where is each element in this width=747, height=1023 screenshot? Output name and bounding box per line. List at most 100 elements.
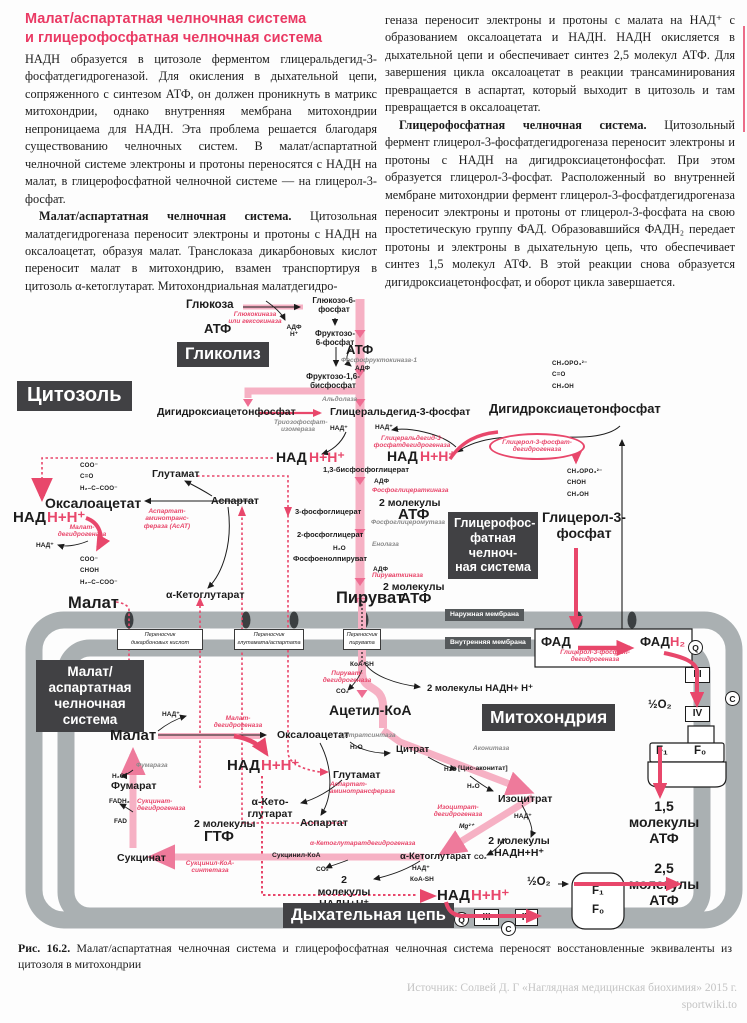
- pg-3: 3-фосфоглицерат: [295, 507, 362, 516]
- complex-iii-1: III: [685, 667, 710, 683]
- pyruvate: Пируват: [336, 589, 405, 607]
- figure-number: Рис. 16.2.: [18, 941, 71, 955]
- fo-bottom: F₀: [592, 904, 605, 916]
- paragraph-intro: НАДН образуется в цитозоле ферментом гли…: [25, 52, 377, 206]
- pgk-enzyme: Фосфоглицераткиназа: [372, 487, 449, 494]
- figure-caption-text: Малат/аспартатная челночная система и гл…: [18, 941, 732, 971]
- glycolysis-box: Гликолиз: [177, 342, 269, 368]
- source-attribution: Источник: Солвей Д. Г «Наглядная медицин…: [290, 980, 737, 1013]
- glycerol-3-phosphate: Глицерол-3- фосфат: [542, 509, 626, 542]
- glucose-6-phosphate: Глюкозо-6- фосфат: [312, 296, 356, 315]
- complex-q-2: Q: [454, 912, 469, 927]
- paragraph-lead: Малат/аспартатная челночная система.: [39, 209, 292, 224]
- source-line: Источник: Солвей Д. Г «Наглядная медицин…: [406, 982, 737, 994]
- co2-3: CO₂: [474, 854, 487, 861]
- aspartate-mito: Аспартат: [300, 817, 348, 829]
- dhap-right-structure: CH₂OPO₃²⁻ C=O CH₂OH: [552, 360, 588, 390]
- paragraph-lead: Глицерофосфатная челночная система.: [399, 117, 647, 132]
- nad-5: НАД⁺: [412, 865, 430, 872]
- cis-aconitate: [Цис-аконитат]: [458, 765, 508, 772]
- mg-cofactor: Mg²⁺: [459, 823, 474, 830]
- nadh-4-black: НАД: [227, 757, 260, 774]
- aspartate-cytosol: Аспартат: [211, 495, 259, 507]
- f1-right: F₁: [656, 745, 668, 757]
- asat-mito-enzyme: Аспартат- аминотрансфераза: [330, 781, 395, 796]
- fructose-6-phosphate: Фруктозо- 6-фосфат: [315, 329, 355, 348]
- adp-4: АДФ: [373, 566, 389, 573]
- akg-mito-2: α-Кетоглутарат: [400, 851, 471, 862]
- h2o-5: Н₂О: [467, 783, 480, 790]
- half-o2-2: ½O₂: [527, 876, 551, 888]
- nad-1: НАД⁺: [330, 425, 348, 432]
- nadh-1-pink: Н+Н⁺: [309, 449, 345, 465]
- nadh-1-black: НАД: [276, 449, 307, 465]
- pk-enzyme: Пируваткиназа: [372, 572, 424, 579]
- sdh-enzyme: Сукцинат- дегидрогеназа: [137, 798, 186, 813]
- fumarate: Фумарат: [111, 780, 157, 792]
- adp-3: АДФ: [374, 478, 390, 485]
- complex-iv-1: IV: [685, 706, 710, 722]
- co2-1: CO₂: [316, 866, 329, 873]
- mdh-mito-enzyme: Малат- дегидрогеназа: [213, 715, 263, 730]
- outer-membrane-label: Наружная мембрана: [445, 609, 524, 621]
- glutamate-mito: Глутамат: [333, 769, 381, 781]
- pgm-enzyme: Фосфоглицеромутаза: [371, 519, 446, 526]
- g3pdh-cytosol-enzyme: Глицерол-3-фосфат- дегидрогеназа: [489, 433, 585, 460]
- adp-h-1: АДФ Н⁺: [286, 324, 302, 339]
- nadh-2mol-top: 2 молекулы НАДН+ Н⁺: [427, 683, 534, 694]
- nad-6: НАД⁺: [514, 813, 532, 820]
- atp-2mol-1b: АТФ: [398, 506, 430, 523]
- paragraph-continuation: геназа переносит электроны и протоны с м…: [385, 13, 735, 115]
- fad-label: ФАД: [541, 634, 571, 649]
- nadh-2mol-iso: 2 молекулы НАДН+Н⁺: [488, 835, 550, 860]
- fructose-16-bisphosphate: Фруктозо-1,6- бисфосфат: [306, 372, 360, 391]
- fadh2-small: FADH₂: [109, 798, 130, 805]
- aldolase-enzyme: Альдолаза: [322, 396, 358, 403]
- pfk1-enzyme: Фосфофруктокиназа-1: [341, 357, 417, 364]
- glutamate-cytosol: Глутамат: [152, 468, 200, 480]
- oaa-structure-cytosol: COO⁻ C=O H₂–C–COO⁻: [80, 462, 118, 492]
- pep: Фосфоенолпируват: [293, 554, 368, 563]
- bpg-13: 1,3-бисфосфоглицерат: [323, 465, 410, 474]
- koash-1: КоА-SH: [410, 876, 434, 883]
- nad-3: НАД⁺: [36, 542, 54, 549]
- citrate-synthase-enzyme: Цитратсинтаза: [340, 732, 396, 739]
- oxaloacetate-cytosol: Оксалоацетат: [45, 495, 142, 511]
- mitochondria-box: Митохондрия: [482, 704, 616, 731]
- half-o2-1: ½O₂: [648, 699, 672, 711]
- acetyl-coa: Ацетил-КоА: [329, 702, 412, 718]
- akgdh-enzyme: α-Кетоглутаратдегидрогеназа: [310, 840, 416, 847]
- akg-cytosol: α-Кетоглутарат: [166, 589, 245, 601]
- isocitrate: Изоцитрат: [498, 793, 553, 805]
- succinate: Сукцинат: [117, 852, 166, 864]
- transporter-dicarboxylate: Переносчик дикарбоновых кислот: [117, 629, 203, 651]
- h2o-1: Н₂О: [333, 545, 346, 552]
- nadh-2-black: НАД: [387, 448, 418, 464]
- nadh-5-black: НАД: [437, 887, 470, 904]
- atp-2mol-2b: АТФ: [400, 590, 432, 607]
- nad-4: НАД⁺: [162, 711, 180, 718]
- h2o-3: Н₂О: [350, 744, 363, 751]
- succinyl-coa: Сукцинил-КоА: [272, 852, 321, 859]
- fumarase-enzyme: Фумараза: [136, 762, 168, 769]
- oxaloacetate-mito: Оксалоацетат: [277, 729, 350, 741]
- nadh-4-pink: Н+Н⁺: [261, 757, 300, 774]
- cytochrome-c-2: С: [501, 921, 516, 936]
- pg-2: 2-фосфоглицерат: [297, 530, 364, 539]
- figure-caption: Рис. 16.2. Малат/аспартатная челночная с…: [18, 941, 732, 973]
- atp-2mol-2a: 2 молекулы: [383, 581, 445, 593]
- akg-mito: α-Кето- глутарат: [247, 796, 293, 821]
- f1-bottom: F₁: [592, 885, 604, 897]
- aconitase-enzyme: Аконитаза: [473, 745, 510, 752]
- source-site: sportwiki.to: [681, 998, 737, 1011]
- complex-iv-2: IV: [515, 909, 538, 926]
- gtf-2mol-b: ГТФ: [204, 828, 234, 845]
- dhap-right: Дигидроксиацетонфосфат: [489, 401, 661, 416]
- article-title-line1: Малат/аспартатная челночная система: [25, 11, 307, 27]
- atp-15: 1,5 молекулы АТФ: [628, 798, 700, 847]
- atp-2: АТФ: [346, 342, 374, 357]
- tpi-enzyme: Триозофосфат- изомераза: [274, 419, 328, 434]
- koash-2: КоА-SH: [350, 661, 374, 668]
